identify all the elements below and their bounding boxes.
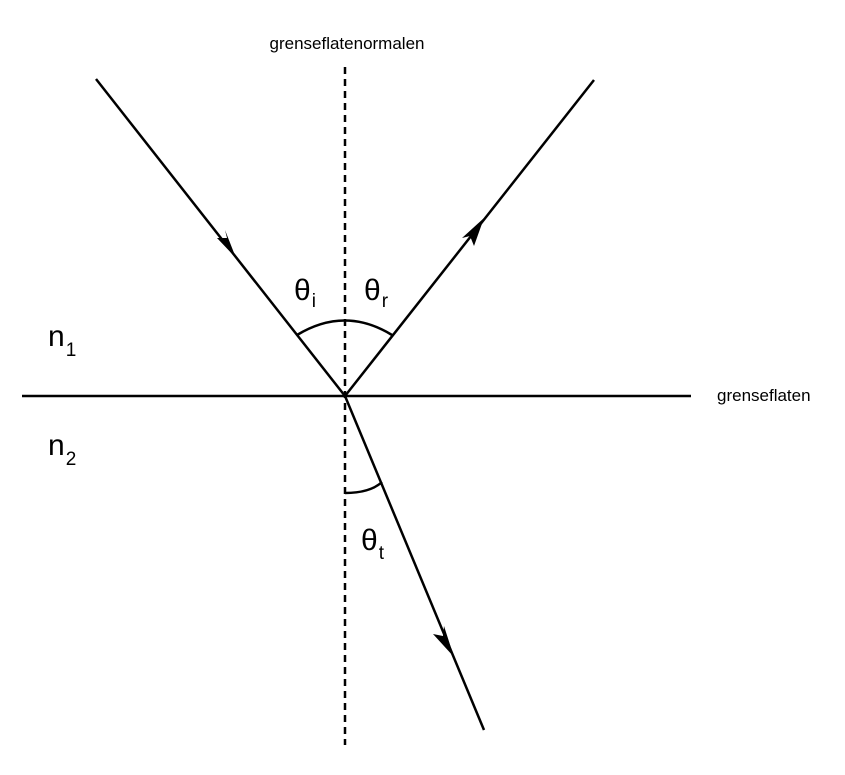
incident-ray — [95, 78, 346, 397]
medium-lower-label: n2 — [48, 429, 76, 470]
reflected-arrow — [462, 218, 484, 246]
medium-upper-label: n1 — [48, 320, 76, 361]
angle-incident-label: θi — [294, 274, 316, 312]
angle-reflected-label: θr — [364, 274, 389, 312]
transmitted-ray — [343, 395, 486, 731]
normal-label: grenseflatenormalen — [270, 34, 425, 53]
angle-arc-transmitted — [344, 481, 383, 495]
interface-label: grenseflaten — [717, 386, 811, 405]
transmitted-arrow — [433, 626, 454, 657]
angle-transmitted-label: θt — [361, 524, 385, 564]
angle-arc-incident-reflected — [296, 319, 393, 337]
reflected-ray — [344, 79, 595, 397]
incident-arrow — [217, 230, 236, 258]
